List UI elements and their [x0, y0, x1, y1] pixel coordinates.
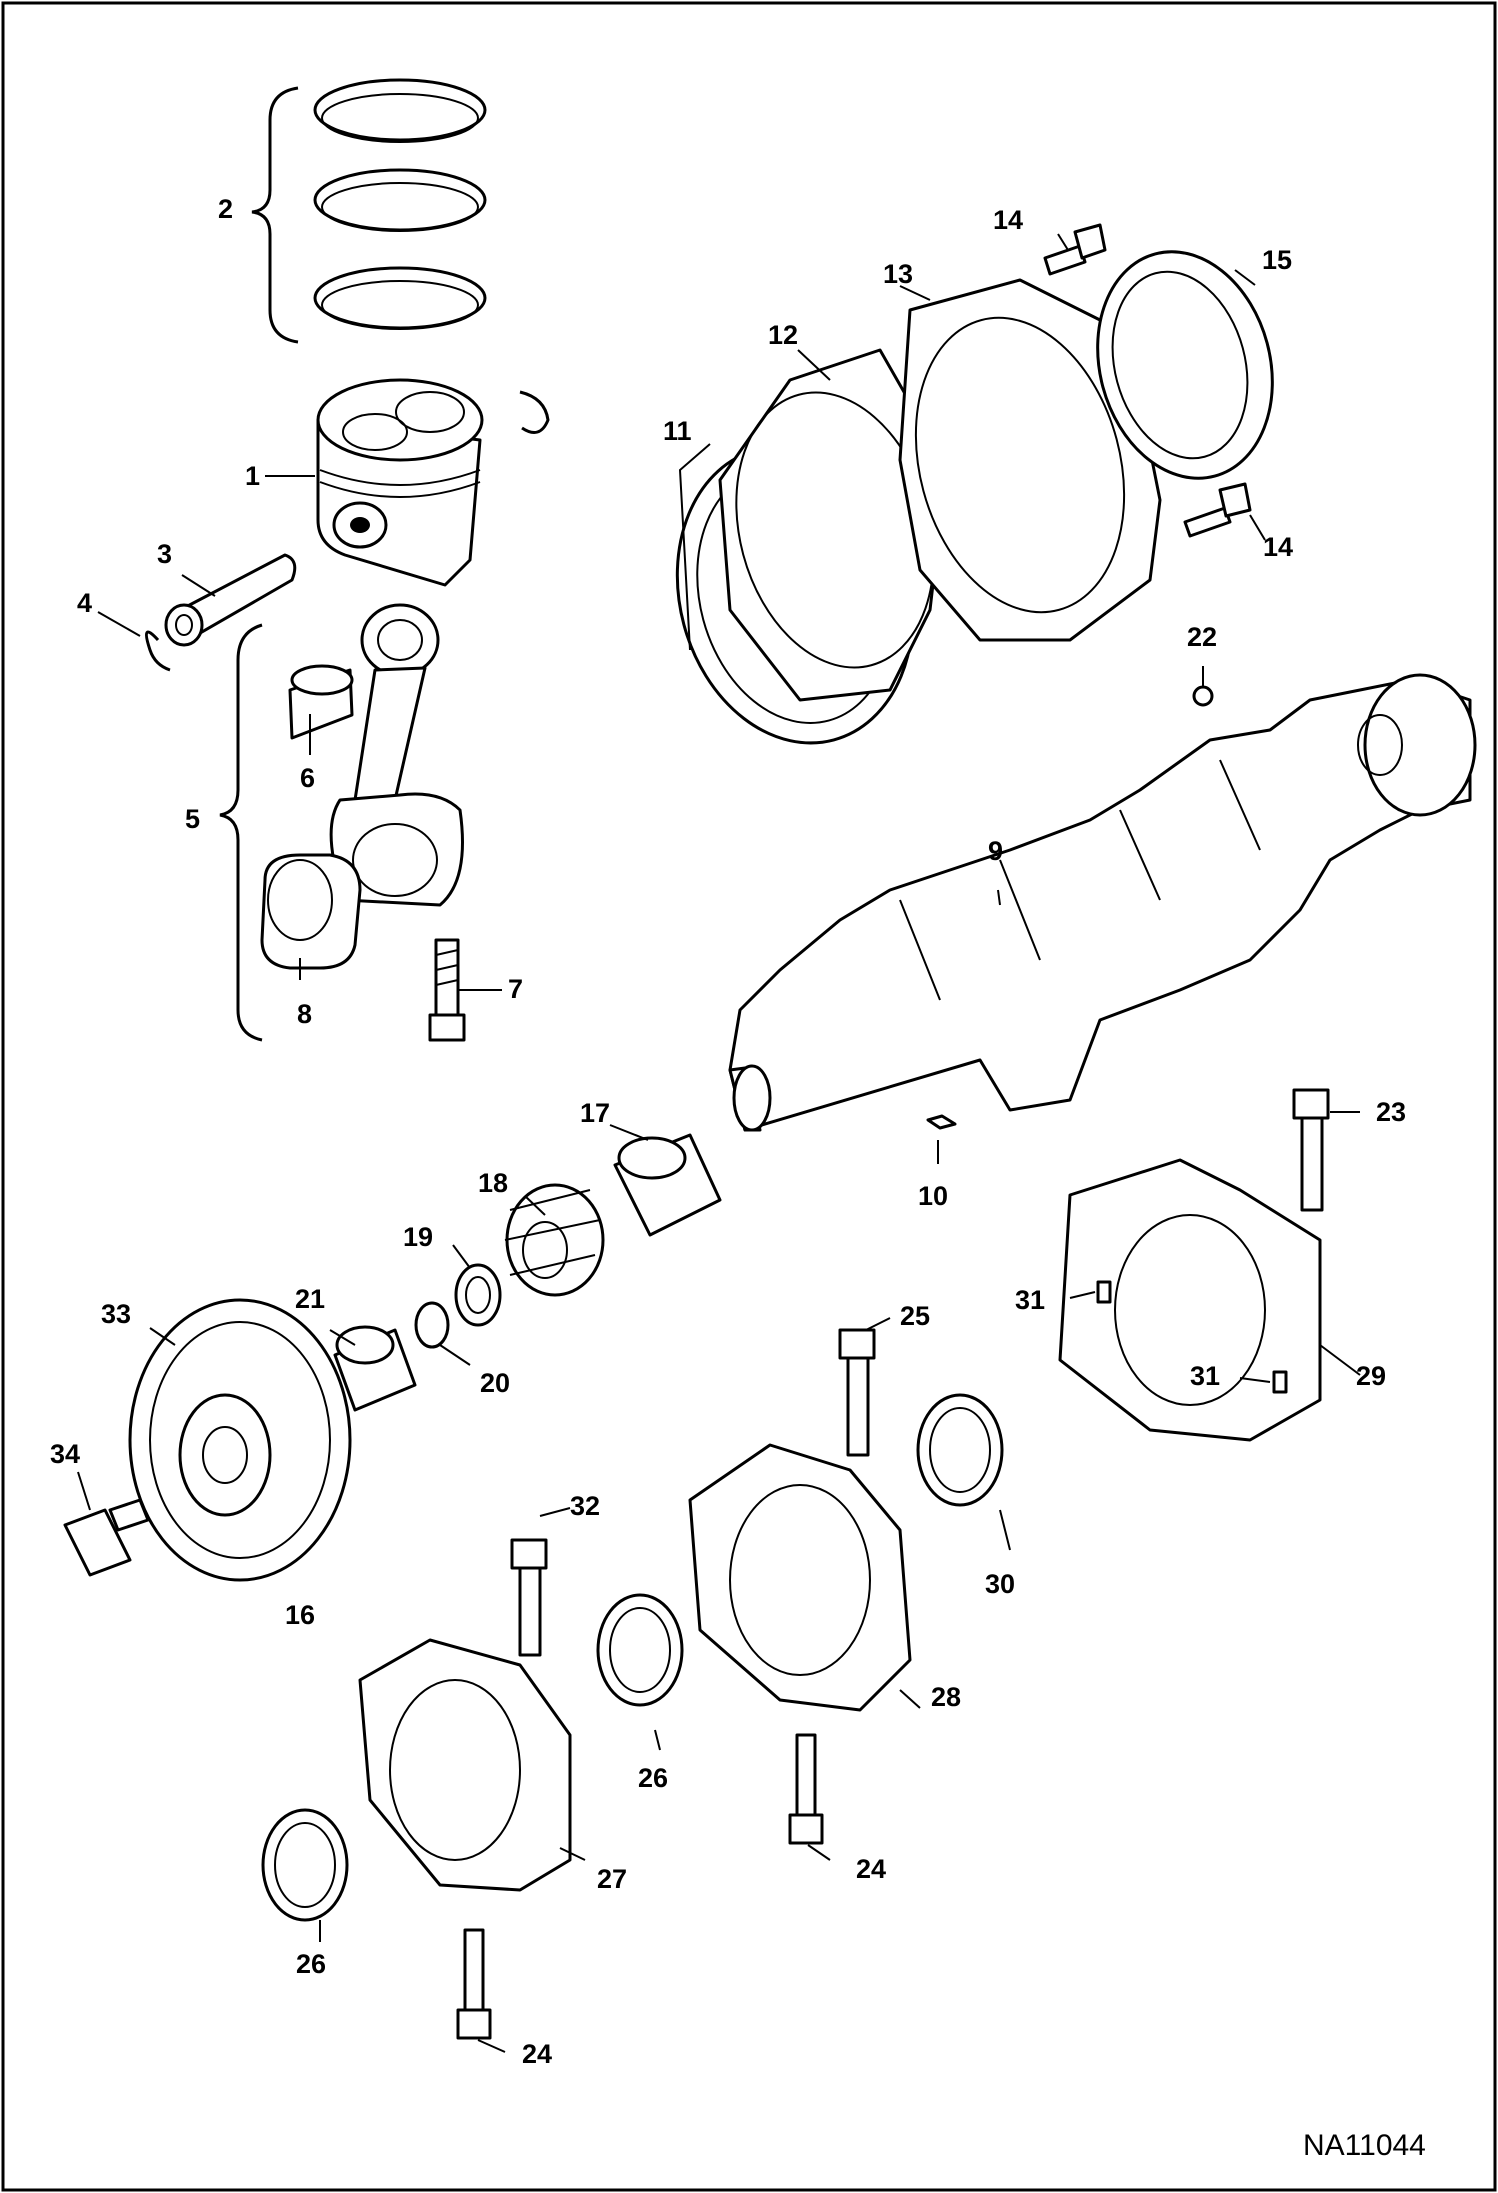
callout-8: 8: [297, 999, 312, 1029]
cap-bolt-23: [1292, 1088, 1330, 1212]
callout-15: 15: [1262, 245, 1292, 275]
leader-lines: [77, 233, 1361, 2053]
callout-24-center: 24: [856, 1854, 886, 1884]
dowel-pins: [1096, 1280, 1288, 1394]
bolt-lower: [1183, 482, 1252, 538]
callout-28: 28: [931, 1682, 961, 1712]
small-end-bushing: [288, 664, 354, 740]
piston-pin: [164, 553, 297, 647]
connecting-rod-bearing: [260, 853, 362, 970]
callout-5: 5: [185, 804, 200, 834]
main-bearing-cap-center: [688, 1443, 912, 1712]
callout-26-front: 26: [296, 1949, 326, 1979]
cap-bolt-32: [510, 1538, 548, 1657]
crankshaft-key: [926, 1114, 957, 1130]
callout-24-front: 24: [522, 2039, 552, 2069]
callout-4: 4: [77, 588, 92, 618]
pulley-bolt: [63, 1498, 150, 1577]
callout-23: 23: [1376, 1097, 1406, 1127]
callout-18: 18: [478, 1168, 508, 1198]
crankshaft-plug: [1192, 685, 1214, 707]
callout-32: 32: [570, 1491, 600, 1521]
main-bearing-shell-center: [596, 1593, 684, 1707]
callout-13: 13: [883, 259, 913, 289]
callout-2: 2: [218, 194, 233, 224]
main-bearing-shell-front: [261, 1808, 349, 1922]
callout-17: 17: [580, 1098, 610, 1128]
thrust-bearing-shell: [916, 1393, 1004, 1507]
crank-pulley: [128, 1298, 352, 1582]
callout-14-upper: 14: [993, 205, 1023, 235]
callout-12: 12: [768, 320, 798, 350]
cap-bolt-25: [838, 1328, 876, 1457]
main-bearing-cap-front: [358, 1638, 572, 1892]
thrust-washer: [454, 1263, 502, 1327]
snap-ring-right: [519, 390, 550, 434]
callout-9: 9: [988, 836, 1003, 866]
snap-ring-left: [144, 630, 171, 672]
rod-bolt: [428, 938, 466, 1042]
main-bearing-cap-rear: [1058, 1158, 1322, 1442]
bolt-upper: [1043, 223, 1107, 276]
callout-31-left: 31: [1015, 1285, 1045, 1315]
stud-24-center: [788, 1733, 824, 1845]
callout-27: 27: [597, 1864, 627, 1894]
gear-collar: [613, 1133, 722, 1237]
connecting-rod: [329, 603, 464, 907]
bracket-piston-rings: [251, 86, 299, 344]
callout-25: 25: [900, 1301, 930, 1331]
callout-19: 19: [403, 1222, 433, 1252]
callout-26-center: 26: [638, 1763, 668, 1793]
seal-housing: [898, 278, 1162, 642]
callout-3: 3: [157, 539, 172, 569]
figure-reference-code: NA11044: [1303, 2129, 1426, 2162]
callout-1: 1: [245, 461, 260, 491]
o-ring: [414, 1301, 450, 1349]
bracket-connecting-rod: [219, 623, 263, 1042]
spacer-collar: [333, 1325, 417, 1412]
callout-6: 6: [300, 763, 315, 793]
callout-14-lower: 14: [1263, 532, 1293, 562]
stud-24-front: [456, 1928, 492, 2040]
callout-16: 16: [285, 1600, 315, 1630]
callout-10: 10: [918, 1181, 948, 1211]
callout-11: 11: [663, 416, 692, 446]
callout-29: 29: [1356, 1361, 1386, 1391]
piston-rings: [313, 78, 487, 330]
callout-30: 30: [985, 1569, 1015, 1599]
crank-gear: [504, 1183, 605, 1297]
callout-34: 34: [50, 1439, 80, 1469]
crankshaft: [728, 673, 1477, 1132]
oil-seal: [1096, 250, 1274, 480]
callout-33: 33: [101, 1299, 131, 1329]
callout-22: 22: [1187, 622, 1217, 652]
piston: [316, 378, 484, 587]
callout-31-right: 31: [1190, 1361, 1220, 1391]
callout-20: 20: [480, 1368, 510, 1398]
callout-21: 21: [295, 1284, 325, 1314]
callout-7: 7: [508, 974, 523, 1004]
